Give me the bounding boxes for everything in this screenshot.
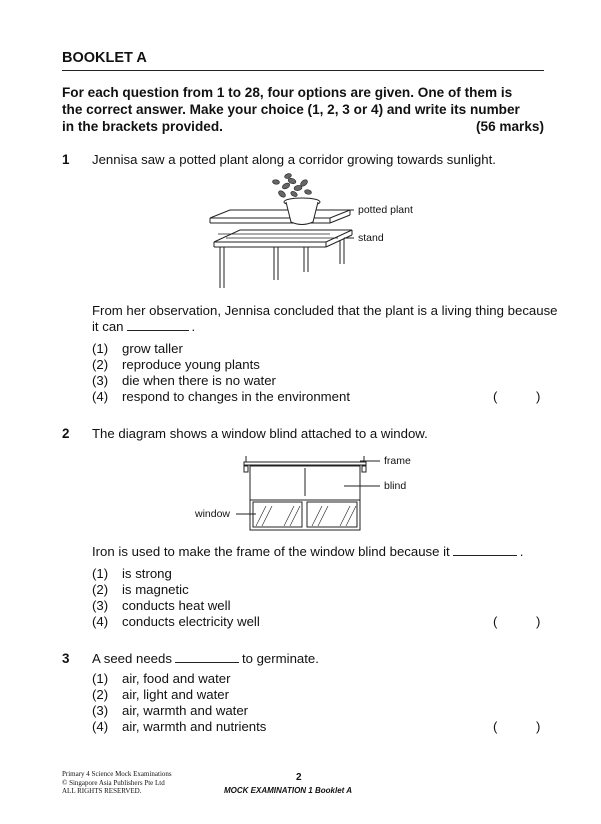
question-1-number: 1 — [62, 152, 70, 167]
question-2-stem-after-blank: . — [519, 544, 524, 559]
option-text: die when there is no water — [122, 373, 276, 388]
option-text: air, light and water — [122, 687, 230, 702]
question-3-option-2: (2) air, light and water — [92, 687, 229, 702]
question-1-stem-before-blank: it can — [92, 319, 124, 334]
question-2-option-4: (4) conducts electricity well — [92, 614, 260, 629]
option-number: (3) — [92, 703, 109, 718]
question-3-text-before-blank: A seed needs — [92, 651, 172, 666]
footer-copyright: Primary 4 Science Mock Examinations © Si… — [62, 770, 172, 796]
option-number: (4) — [92, 614, 109, 629]
question-1-text: Jennisa saw a potted plant along a corri… — [92, 152, 496, 167]
label-potted-plant: potted plant — [358, 204, 413, 216]
option-text: reproduce young plants — [122, 357, 260, 372]
potted-plant-on-stand-diagram — [209, 173, 354, 288]
option-number: (2) — [92, 687, 109, 702]
option-text: grow taller — [122, 341, 183, 356]
instructions-line-3-row: in the brackets provided. (56 marks) — [62, 118, 544, 135]
label-window: window — [195, 508, 231, 520]
question-3-answer-bracket-close: ) — [536, 719, 541, 734]
footer-exam-title: MOCK EXAMINATION 1 Booklet A — [224, 786, 353, 795]
question-2-stem: Iron is used to make the frame of the wi… — [92, 544, 523, 559]
option-text: respond to changes in the environment — [122, 389, 350, 404]
option-number: (2) — [92, 357, 109, 372]
question-3-option-4: (4) air, warmth and nutrients — [92, 719, 266, 734]
question-3-option-1: (1) air, food and water — [92, 671, 231, 686]
question-1-option-4: (4) respond to changes in the environment — [92, 389, 350, 404]
booklet-title: BOOKLET A — [62, 50, 147, 66]
question-1-answer-bracket-close: ) — [536, 389, 541, 404]
option-number: (1) — [92, 566, 109, 581]
option-number: (3) — [92, 373, 109, 388]
option-text: is magnetic — [122, 582, 189, 597]
instructions-line-3: in the brackets provided. — [62, 119, 223, 134]
option-number: (3) — [92, 598, 109, 613]
footer-line-2: © Singapore Asia Publishers Pte Ltd — [62, 778, 165, 787]
question-2-stem-before-blank: Iron is used to make the frame of the wi… — [92, 544, 450, 559]
page-number: 2 — [296, 772, 302, 783]
question-2-answer-bracket-open: ( — [493, 614, 498, 629]
total-marks: (56 marks) — [475, 119, 544, 134]
option-text: conducts electricity well — [122, 614, 260, 629]
option-text: is strong — [122, 566, 172, 581]
question-1-stem-after-blank: . — [191, 319, 196, 334]
option-number: (1) — [92, 341, 109, 356]
option-number: (1) — [92, 671, 109, 686]
question-2-answer-bracket-close: ) — [536, 614, 541, 629]
question-1-option-2: (2) reproduce young plants — [92, 357, 260, 372]
option-text: air, warmth and nutrients — [122, 719, 267, 734]
question-2-option-1: (1) is strong — [92, 566, 172, 581]
option-number: (4) — [92, 389, 109, 404]
instructions-line-2: the correct answer. Make your choice (1,… — [62, 102, 520, 117]
window-blind-diagram — [236, 456, 380, 531]
option-text: air, warmth and water — [122, 703, 249, 718]
label-blind: blind — [384, 480, 407, 492]
label-frame: frame — [384, 455, 411, 467]
question-3-number: 3 — [62, 651, 70, 666]
question-2-number: 2 — [62, 426, 70, 441]
option-number: (4) — [92, 719, 109, 734]
question-3-text-after-blank: to germinate. — [241, 651, 319, 666]
question-3-option-3: (3) air, warmth and water — [92, 703, 248, 718]
question-1-option-1: (1) grow taller — [92, 341, 183, 356]
question-3-text: A seed needs to germinate. — [92, 651, 319, 666]
question-3-blank — [174, 661, 239, 663]
question-3-answer-bracket-open: ( — [493, 719, 498, 734]
label-stand: stand — [358, 232, 384, 244]
instructions: For each question from 1 to 28, four opt… — [62, 84, 544, 135]
question-2-text: The diagram shows a window blind attache… — [92, 426, 428, 441]
question-1-stem-line-1: From her observation, Jennisa concluded … — [92, 303, 558, 318]
question-1-stem-line-2: it can. — [92, 319, 195, 334]
option-text: air, food and water — [122, 671, 231, 686]
footer-line-1: Primary 4 Science Mock Examinations — [62, 770, 172, 778]
option-text: conducts heat well — [122, 598, 231, 613]
footer-line-3: ALL RIGHTS RESERVED. — [62, 787, 142, 795]
header-rule — [62, 70, 544, 71]
question-2-option-2: (2) is magnetic — [92, 582, 189, 597]
instructions-line-1: For each question from 1 to 28, four opt… — [62, 85, 513, 100]
question-2-option-3: (3) conducts heat well — [92, 598, 231, 613]
question-1-blank — [126, 329, 189, 331]
question-1-answer-bracket-open: ( — [493, 389, 498, 404]
option-number: (2) — [92, 582, 109, 597]
question-2-blank — [452, 554, 517, 556]
question-1-option-3: (3) die when there is no water — [92, 373, 276, 388]
